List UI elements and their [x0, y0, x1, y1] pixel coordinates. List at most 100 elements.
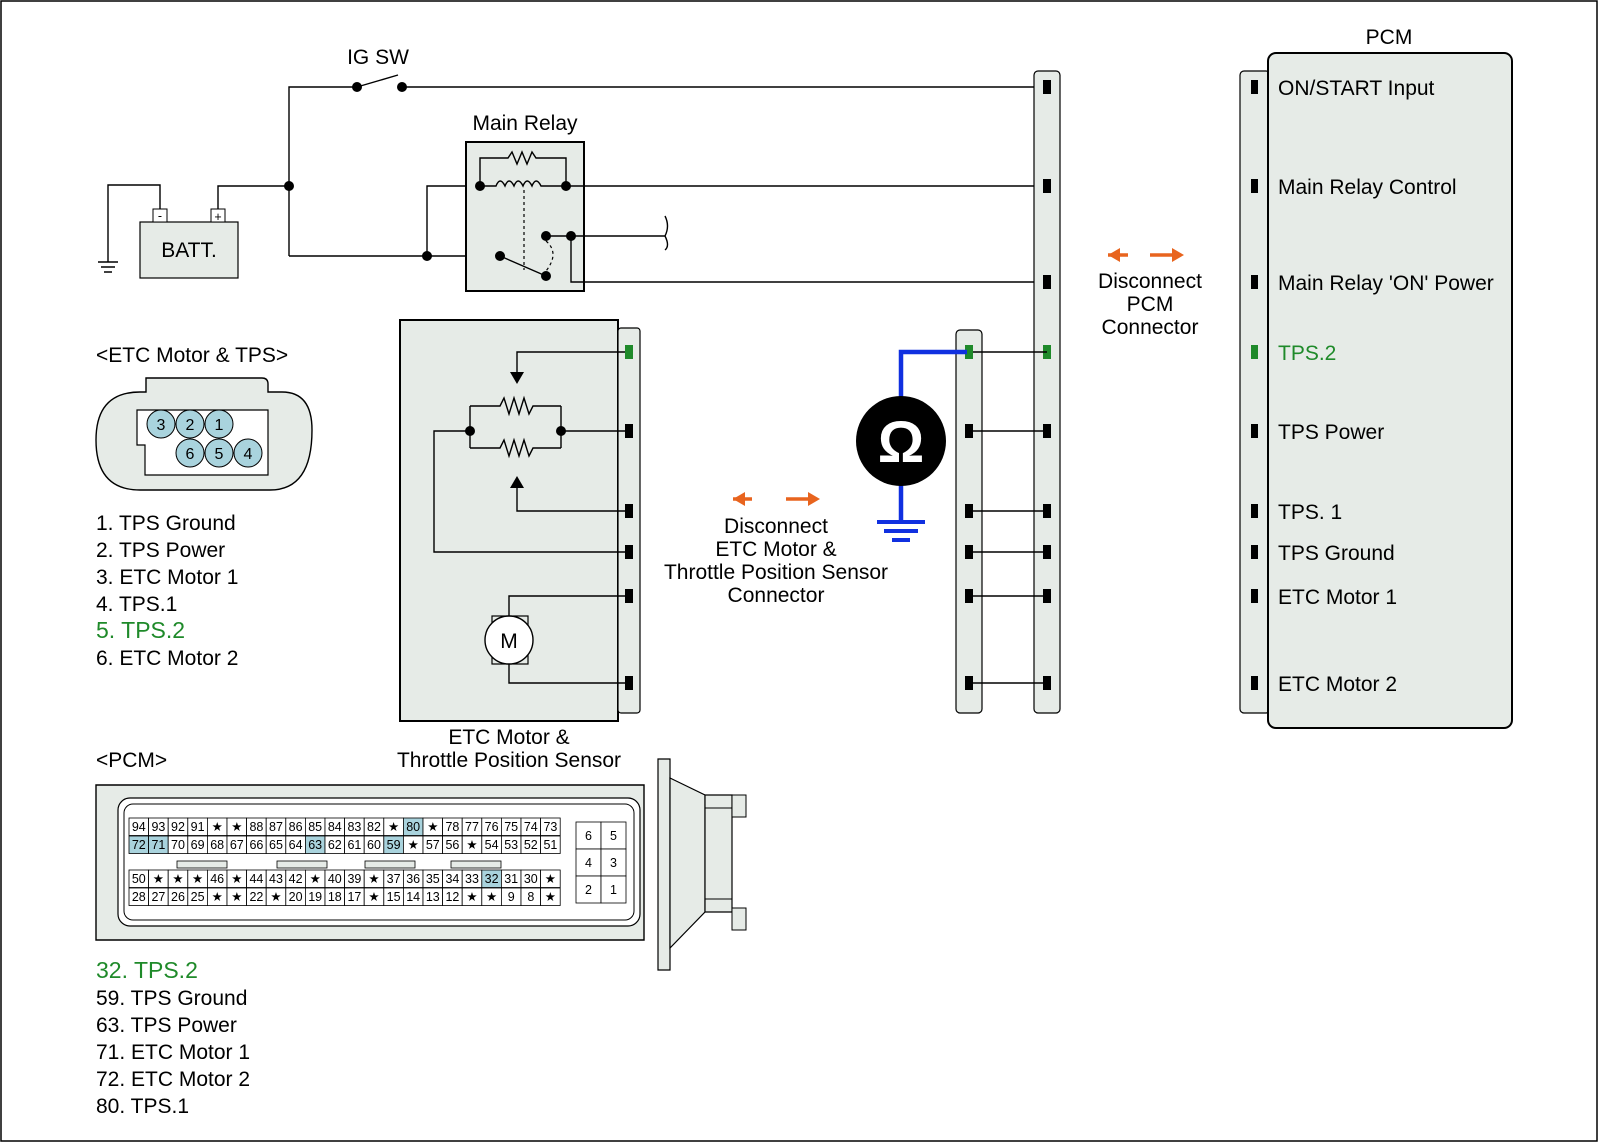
pcm-pin-label: ETC Motor 1 [1278, 586, 1397, 609]
etc-cavity-number: 1 [215, 417, 224, 434]
pcm-small-pin-number: 6 [585, 829, 592, 843]
pcm-pin-number: ★ [545, 890, 556, 904]
etc-component-terminal [625, 504, 633, 518]
etc-cavity [175, 438, 205, 468]
pcm-pin-number: 76 [485, 820, 499, 834]
pcm-pin-cell [540, 869, 561, 888]
disconnect-etc-line1: Disconnect [724, 515, 828, 538]
etc-breakout-terminal [965, 504, 973, 518]
pcm-pin-number: ★ [466, 838, 477, 852]
etc-component-terminals [625, 345, 633, 690]
pcm-pin-number: 61 [347, 838, 361, 852]
ohmmeter-probe-wire [898, 349, 967, 402]
etc-cavity [204, 409, 234, 439]
etc-cavity [233, 438, 263, 468]
pcm-pin-number: 75 [504, 820, 518, 834]
pcm-pin-number: 19 [308, 890, 322, 904]
legend-item: 5. TPS.2 [96, 617, 185, 643]
pcm-pin-number: 50 [132, 872, 146, 886]
pcm-pin-number: 85 [308, 820, 322, 834]
pcm-pin-number: ★ [368, 890, 379, 904]
etc-component-terminal [625, 545, 633, 559]
pcm-pin-label: TPS Power [1278, 421, 1384, 444]
pcm-small-pin-cell [600, 821, 627, 850]
pcm-pin-label: Main Relay Control [1278, 176, 1457, 199]
pcm-small-pin-cell [600, 875, 627, 904]
pcm-pin-number: 54 [485, 838, 499, 852]
legend-item: 4. TPS.1 [96, 593, 177, 616]
pcm-harness-connector [1033, 70, 1061, 714]
pcm-block-terminal [1251, 545, 1258, 559]
pcm-pin-label: Main Relay 'ON' Power [1278, 272, 1494, 295]
pcm-block-terminal [1251, 179, 1258, 193]
pcm-pin-number: 26 [171, 890, 185, 904]
pcm-pin-number: 77 [465, 820, 479, 834]
pcm-block-terminal [1251, 589, 1258, 603]
pcm-harness-terminal [1043, 275, 1051, 289]
disconnect-etc-line2: ETC Motor & [715, 538, 836, 561]
pcm-pin-number: ★ [270, 890, 281, 904]
battery-plus-label: + [214, 210, 221, 224]
pcm-pin-number: 69 [191, 838, 205, 852]
etc-component-terminal [625, 589, 633, 603]
pcm-pin-number: ★ [427, 820, 438, 834]
etc-cavity-number: 3 [157, 417, 166, 434]
main-relay-label: Main Relay [472, 112, 578, 135]
pcm-pin-number: ★ [212, 820, 223, 834]
pcm-small-pin-number: 1 [610, 883, 617, 897]
pcm-pin-number: 34 [445, 872, 459, 886]
relay-output-wire [571, 215, 669, 251]
pcm-pin-number: 78 [445, 820, 459, 834]
disconnect-etc-callout: Disconnect ETC Motor & Throttle Position… [664, 492, 888, 607]
legend-item: 59. TPS Ground [96, 987, 247, 1010]
pcm-block-body [1267, 52, 1513, 729]
pcm-small-pin-number: 5 [610, 829, 617, 843]
pcm-connector-key [276, 860, 328, 869]
disconnect-pcm-callout: Disconnect PCM Connector [1098, 248, 1202, 339]
pcm-connector-key [364, 860, 416, 869]
battery: - + BATT. [139, 208, 239, 279]
relay-coil-feed [426, 185, 480, 256]
pcm-pin-number: ★ [368, 872, 379, 886]
legend-item: 2. TPS Power [96, 539, 225, 562]
pcm-pin-number: ★ [192, 872, 203, 886]
motor-symbol [484, 615, 534, 665]
pcm-pin-label: TPS Ground [1278, 542, 1395, 565]
pcm-small-pin-number: 2 [585, 883, 592, 897]
pcm-pin-number: 15 [387, 890, 401, 904]
ig-switch-label: IG SW [347, 46, 409, 69]
ig-switch: IG SW [347, 46, 409, 92]
etc-breakout-terminal [965, 545, 973, 559]
etc-breakout-connector [955, 329, 983, 714]
pcm-pin-number: 84 [328, 820, 342, 834]
pcm-pin-number: 28 [132, 890, 146, 904]
pcm-harness-terminal [1043, 179, 1051, 193]
pcm-pin-number: 88 [249, 820, 263, 834]
etc-breakout-terminal [965, 676, 973, 690]
pcm-pin-number: 8 [527, 890, 534, 904]
pcm-pin-number: 20 [289, 890, 303, 904]
pcm-pin-number: ★ [153, 872, 164, 886]
pcm-pin-number: 9 [508, 890, 515, 904]
pcm-connector-title: <PCM> [96, 749, 167, 772]
pcm-pin-number: 53 [504, 838, 518, 852]
pcm-pin-number: 86 [289, 820, 303, 834]
ohmmeter-ground-symbol [877, 520, 925, 542]
pcm-pin-number: 12 [445, 890, 459, 904]
pcm-block-terminal [1251, 676, 1258, 690]
pcm-pin-number: ★ [310, 872, 321, 886]
pcm-pin-number: 71 [151, 838, 165, 852]
pcm-pin-number: ★ [388, 820, 399, 834]
legend-item: 32. TPS.2 [96, 957, 198, 983]
pcm-pin-number: ★ [212, 890, 223, 904]
pcm-pin-number: 64 [289, 838, 303, 852]
pcm-pin-number: 30 [524, 872, 538, 886]
ohmmeter: Ω [856, 349, 967, 542]
pcm-pin-number: ★ [172, 872, 183, 886]
pcm-pin-number: 37 [387, 872, 401, 886]
pcm-pin-number: 46 [210, 872, 224, 886]
